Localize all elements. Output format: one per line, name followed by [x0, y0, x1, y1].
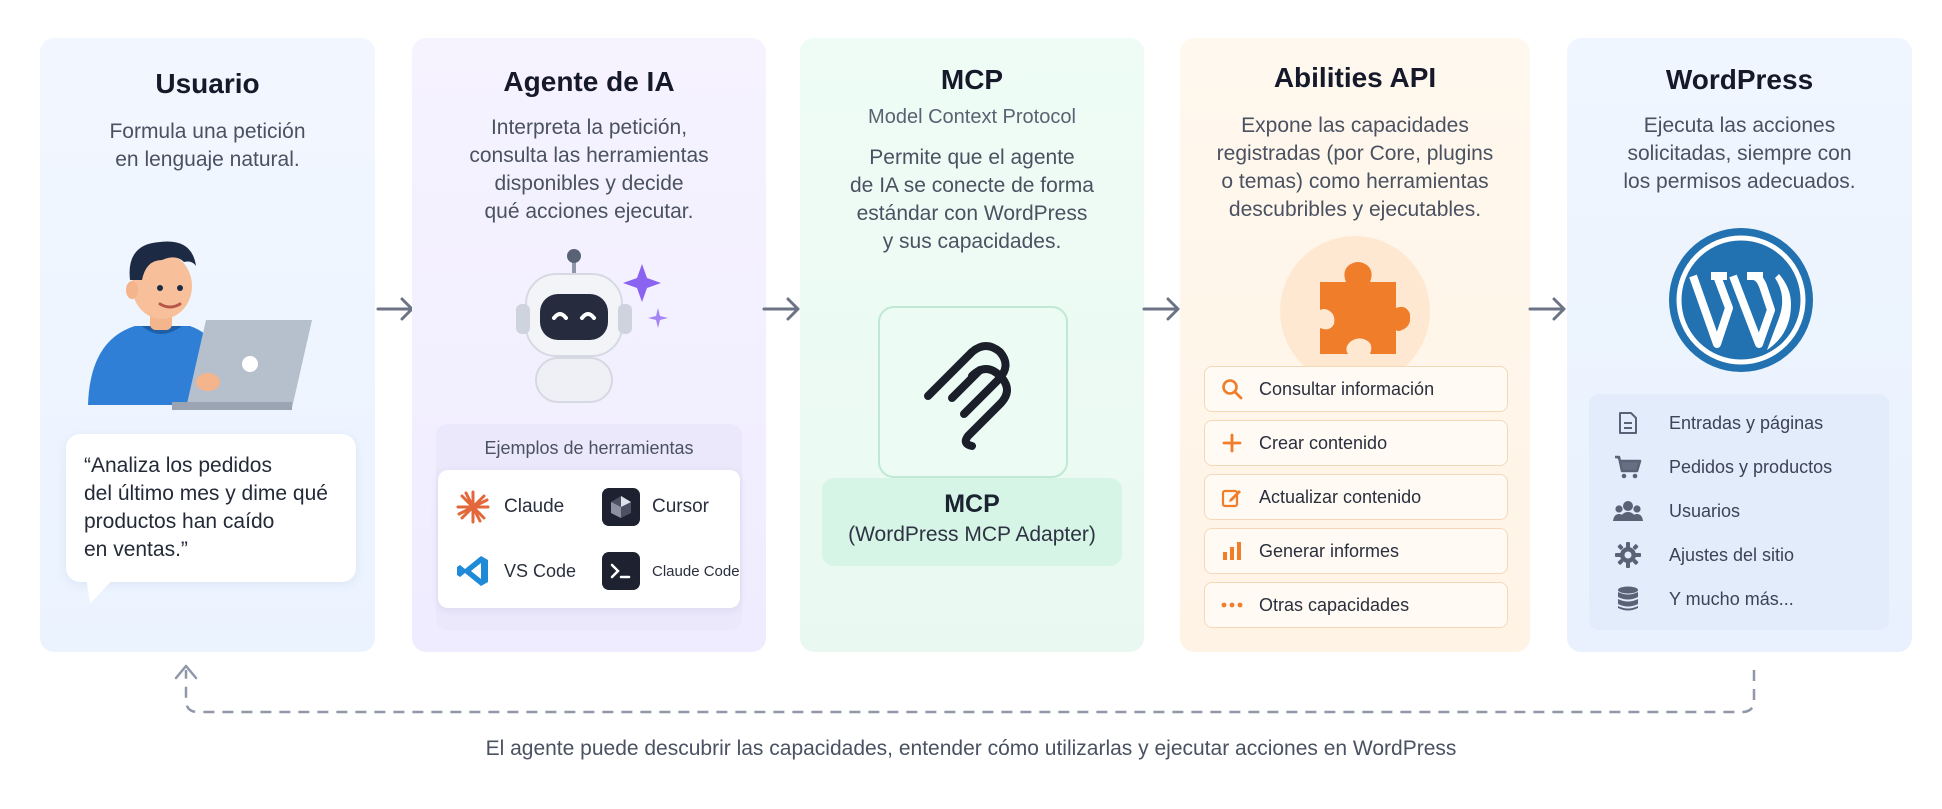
- user-laptop-illustration-icon: [88, 241, 312, 410]
- tool-label: VS Code: [504, 560, 577, 581]
- wp-item-label: Pedidos y productos: [1669, 456, 1833, 477]
- ability-label: Generar informes: [1259, 540, 1400, 561]
- claude-icon: [454, 488, 492, 526]
- mcp-panel: MCP Model Context Protocol Permite que e…: [800, 38, 1144, 652]
- arrow-right-icon: [1528, 297, 1566, 321]
- terminal-icon: [602, 552, 640, 590]
- ability-actualizar: Actualizar contenido: [1204, 474, 1508, 520]
- puzzle-icon: [1320, 262, 1410, 354]
- document-icon: [1613, 410, 1643, 436]
- wordpress-panel: WordPress Ejecuta las acciones solicitad…: [1567, 38, 1912, 652]
- ability-label: Actualizar contenido: [1259, 486, 1422, 507]
- abilities-panel: Abilities API Expone las capacidades reg…: [1180, 38, 1530, 652]
- cursor-icon: [602, 488, 640, 526]
- tools-label: Ejemplos de herramientas: [484, 438, 694, 458]
- plus-icon: [1205, 433, 1259, 453]
- users-icon: [1613, 498, 1643, 524]
- tool-vscode: VS Code: [454, 552, 576, 590]
- user-panel: Usuario Formula una petición en lenguaje…: [40, 38, 375, 652]
- tool-claude-code: Claude Code: [602, 552, 740, 590]
- agent-description: Interpreta la petición, consulta las her…: [469, 116, 709, 223]
- bubble-tail: [86, 576, 116, 604]
- tool-label: Claude: [504, 496, 565, 517]
- ellipsis-icon: [1205, 601, 1259, 609]
- wp-item-label: Entradas y páginas: [1669, 412, 1824, 433]
- gear-icon: [1613, 542, 1643, 568]
- ability-consultar: Consultar información: [1204, 366, 1508, 412]
- user-title: Usuario: [155, 68, 260, 99]
- robot-icon: [516, 249, 668, 403]
- wordpress-description: Ejecuta las acciones solicitadas, siempr…: [1623, 114, 1856, 193]
- tool-label: Cursor: [652, 496, 710, 517]
- wp-item-usuarios: Usuarios: [1613, 498, 1740, 524]
- tool-cursor: Cursor: [602, 488, 709, 526]
- user-description: Formula una petición en lenguaje natural…: [109, 120, 306, 171]
- abilities-description: Expone las capacidades registradas (por …: [1216, 114, 1494, 221]
- mcp-title: MCP: [940, 64, 1004, 95]
- edit-icon: [1205, 486, 1259, 508]
- wp-item-mas: Y mucho más...: [1613, 586, 1794, 612]
- tools-grid: Claude Cursor: [438, 470, 740, 608]
- mcp-box-subtitle: (WordPress MCP Adapter): [848, 523, 1096, 546]
- ability-label: Consultar información: [1259, 378, 1435, 399]
- arrow-right-icon: [1142, 297, 1180, 321]
- tool-label: Claude Code: [652, 562, 740, 580]
- bar-chart-icon: [1205, 540, 1259, 562]
- wp-item-label: Usuarios: [1669, 500, 1741, 521]
- mcp-logo-icon: [924, 342, 1011, 450]
- vscode-icon: [454, 552, 492, 590]
- wp-item-label: Y mucho más...: [1669, 588, 1794, 609]
- footer-caption: El agente puede descubrir las capacidade…: [485, 737, 1457, 760]
- arrow-right-icon: [762, 297, 800, 321]
- mcp-adapter-box: MCP (WordPress MCP Adapter): [822, 478, 1122, 566]
- wp-item-ajustes: Ajustes del sitio: [1613, 542, 1794, 568]
- wp-item-label: Ajustes del sitio: [1669, 544, 1795, 565]
- mcp-subtitle: Model Context Protocol: [868, 106, 1076, 128]
- cart-icon: [1613, 454, 1643, 480]
- agent-title: Agente de IA: [503, 66, 675, 97]
- search-icon: [1205, 378, 1259, 400]
- tool-claude: Claude: [454, 488, 564, 526]
- wordpress-logo-icon: [1669, 228, 1813, 372]
- database-icon: [1613, 586, 1643, 612]
- ability-otras: Otras capacidades: [1204, 582, 1508, 628]
- ability-informes: Generar informes: [1204, 528, 1508, 574]
- mcp-description: Permite que el agente de IA se conecte d…: [850, 146, 1094, 253]
- tools-examples-card: Ejemplos de herramientas Claude: [436, 424, 742, 630]
- abilities-title: Abilities API: [1273, 62, 1437, 93]
- mcp-logo-box: [878, 306, 1068, 478]
- wordpress-resources-list: Entradas y páginas Pedidos y productos U…: [1589, 394, 1889, 630]
- wordpress-title: WordPress: [1665, 64, 1814, 95]
- wp-item-pedidos: Pedidos y productos: [1613, 454, 1832, 480]
- ability-label: Otras capacidades: [1259, 594, 1410, 615]
- mcp-box-title: MCP: [944, 490, 1000, 518]
- user-request-bubble: “Analiza los pedidos del último mes y di…: [66, 434, 356, 582]
- wp-item-entradas: Entradas y páginas: [1613, 410, 1823, 436]
- agent-panel: Agente de IA Interpreta la petición, con…: [412, 38, 766, 652]
- ability-crear: Crear contenido: [1204, 420, 1508, 466]
- ability-label: Crear contenido: [1259, 432, 1388, 453]
